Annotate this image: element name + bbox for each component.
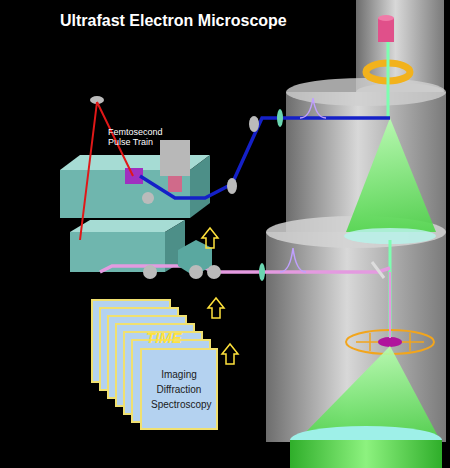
mirror — [372, 262, 384, 278]
diffraction-cone — [298, 346, 440, 440]
electron-cone — [346, 118, 436, 232]
mirror — [207, 265, 221, 279]
beam-label: Femtosecond Pulse Train — [108, 128, 178, 148]
mirror — [227, 178, 237, 194]
cathode — [378, 18, 394, 42]
mirror — [143, 265, 157, 279]
electron-beam — [389, 240, 392, 338]
amplifier-box-top — [70, 220, 185, 232]
mirror — [189, 265, 203, 279]
card-text: Imaging Diffraction Spectroscopy — [151, 367, 207, 412]
lens — [277, 109, 283, 127]
time-arrow — [202, 228, 218, 248]
pulse-shape — [300, 98, 326, 118]
title: Ultrafast Electron Microscope — [60, 12, 287, 30]
column-top — [356, 0, 444, 92]
lens — [259, 263, 265, 281]
mirror — [249, 116, 259, 132]
column-upper — [286, 92, 446, 232]
time-label: TIME — [146, 330, 206, 347]
frame-card: Imaging Diffraction Spectroscopy — [140, 348, 218, 430]
time-arrow — [208, 298, 224, 318]
laser-beam-red — [80, 102, 133, 240]
column-lower — [266, 232, 446, 442]
camera-lens — [168, 176, 182, 192]
camera — [160, 140, 190, 176]
column-ledge — [286, 78, 446, 106]
electron-beam — [387, 42, 390, 118]
mirror — [142, 192, 154, 204]
laser-box-side — [190, 155, 210, 218]
cathode-top — [378, 15, 394, 21]
laser-beam-blue — [140, 118, 390, 198]
laser-beam-pink — [389, 272, 391, 338]
sample — [378, 337, 402, 347]
pulse-shape — [280, 248, 306, 272]
time-arrow — [222, 344, 238, 364]
detector-base — [290, 440, 442, 468]
